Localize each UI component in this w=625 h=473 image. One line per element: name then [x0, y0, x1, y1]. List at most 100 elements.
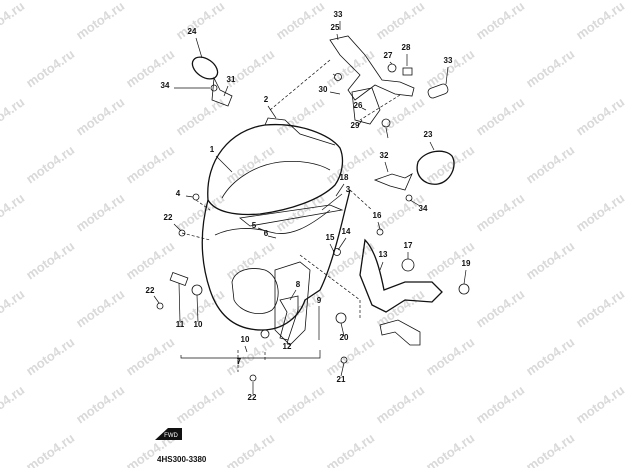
bolt-33b	[405, 194, 413, 202]
fairing-stay	[359, 238, 443, 313]
leader-line	[289, 289, 297, 301]
part-callout: 5	[252, 221, 257, 230]
watermark-text: moto4.ru	[523, 142, 577, 186]
inner-panel	[274, 261, 311, 346]
watermark-text: moto4.ru	[23, 334, 77, 378]
watermark-text: moto4.ru	[173, 382, 227, 426]
watermark-text: moto4.ru	[23, 46, 77, 90]
watermark-text: moto4.ru	[73, 94, 127, 138]
part-callout: 17	[404, 241, 413, 250]
watermark-text: moto4.ru	[423, 142, 477, 186]
leader-line	[409, 199, 421, 207]
fairing-body	[201, 189, 351, 331]
fairing-headlight-opening	[231, 268, 279, 314]
plate-11	[169, 271, 189, 287]
watermark-text: moto4.ru	[573, 94, 625, 138]
watermark-text: moto4.ru	[73, 382, 127, 426]
bracket-upper	[329, 35, 415, 101]
part-callout: 28	[402, 43, 411, 52]
part-callout: 7	[237, 357, 242, 366]
part-callout: 27	[384, 51, 393, 60]
part-callout: 10	[241, 335, 250, 344]
leader-line	[329, 243, 335, 253]
bracket-lower	[351, 87, 381, 125]
leader-line	[267, 105, 277, 119]
leader-line	[335, 183, 345, 197]
watermark-text: moto4.ru	[473, 190, 527, 234]
watermark-text: moto4.ru	[473, 286, 527, 330]
watermark-text: moto4.ru	[23, 430, 77, 468]
leader-line	[215, 155, 233, 173]
watermark-text: moto4.ru	[0, 0, 27, 42]
leader-line	[286, 339, 289, 345]
watermark-text: moto4.ru	[273, 0, 327, 42]
part-callout: 15	[326, 233, 335, 242]
group-bracket-7	[180, 350, 321, 364]
leader-line	[340, 362, 345, 377]
part-callout: 21	[337, 375, 346, 384]
clip-34a	[334, 73, 342, 81]
leader-line	[377, 221, 381, 230]
leader-line	[379, 261, 384, 271]
part-callout: 10	[194, 320, 203, 329]
leader-line	[332, 73, 337, 77]
part-callout: 18	[340, 173, 349, 182]
watermark-text: moto4.ru	[73, 286, 127, 330]
nut-27	[387, 63, 397, 73]
fairing-panel-line	[239, 204, 344, 227]
bolt-33a	[210, 84, 218, 92]
watermark-text: moto4.ru	[0, 94, 27, 138]
watermark-text: moto4.ru	[73, 190, 127, 234]
front-mark: FWD	[164, 433, 178, 439]
part-callout: 20	[340, 333, 349, 342]
part-callout: 31	[227, 75, 236, 84]
watermark-text: moto4.ru	[323, 334, 377, 378]
part-callout: 30	[319, 85, 328, 94]
leader-line	[336, 33, 339, 41]
watermark-text: moto4.ru	[423, 46, 477, 90]
watermark-text: moto4.ru	[123, 142, 177, 186]
grommet-19	[458, 283, 470, 295]
watermark-text: moto4.ru	[273, 94, 327, 138]
part-callout: 24	[188, 27, 197, 36]
windscreen	[207, 123, 344, 216]
part-callout: 22	[164, 213, 173, 222]
fairing-edge	[214, 209, 331, 236]
part-callout: 3	[346, 185, 351, 194]
leader-line	[178, 282, 181, 323]
part-callout: 34	[419, 204, 428, 213]
screw-21a	[178, 229, 186, 237]
front-direction-arrow: FWD	[155, 428, 182, 440]
watermark-text: moto4.ru	[573, 286, 625, 330]
watermark-text: moto4.ru	[123, 334, 177, 378]
leader-line	[429, 141, 435, 151]
mirror-right-stem	[373, 173, 413, 191]
watermark-text: moto4.ru	[473, 94, 527, 138]
part-callout: 23	[424, 130, 433, 139]
watermark-text: moto4.ru	[323, 430, 377, 468]
watermark-text: moto4.ru	[373, 286, 427, 330]
part-callout: 22	[146, 286, 155, 295]
fastener-32b	[427, 83, 449, 99]
nut-20	[335, 312, 347, 324]
watermark-text: moto4.ru	[573, 382, 625, 426]
screw-22a	[156, 302, 164, 310]
watermark-text: moto4.ru	[523, 430, 577, 468]
screen-trim	[264, 117, 336, 146]
watermark-text: moto4.ru	[473, 0, 527, 42]
watermark-text: moto4.ru	[523, 334, 577, 378]
watermark-text: moto4.ru	[173, 0, 227, 42]
leader-line	[357, 119, 363, 127]
watermark-text: moto4.ru	[23, 142, 77, 186]
watermark-text: moto4.ru	[173, 94, 227, 138]
stay-brace	[379, 319, 421, 346]
part-callout: 8	[296, 280, 301, 289]
part-callout: 26	[354, 101, 363, 110]
leader-line	[337, 237, 347, 251]
stay-knob-17	[401, 258, 415, 272]
watermark-text: moto4.ru	[223, 430, 277, 468]
